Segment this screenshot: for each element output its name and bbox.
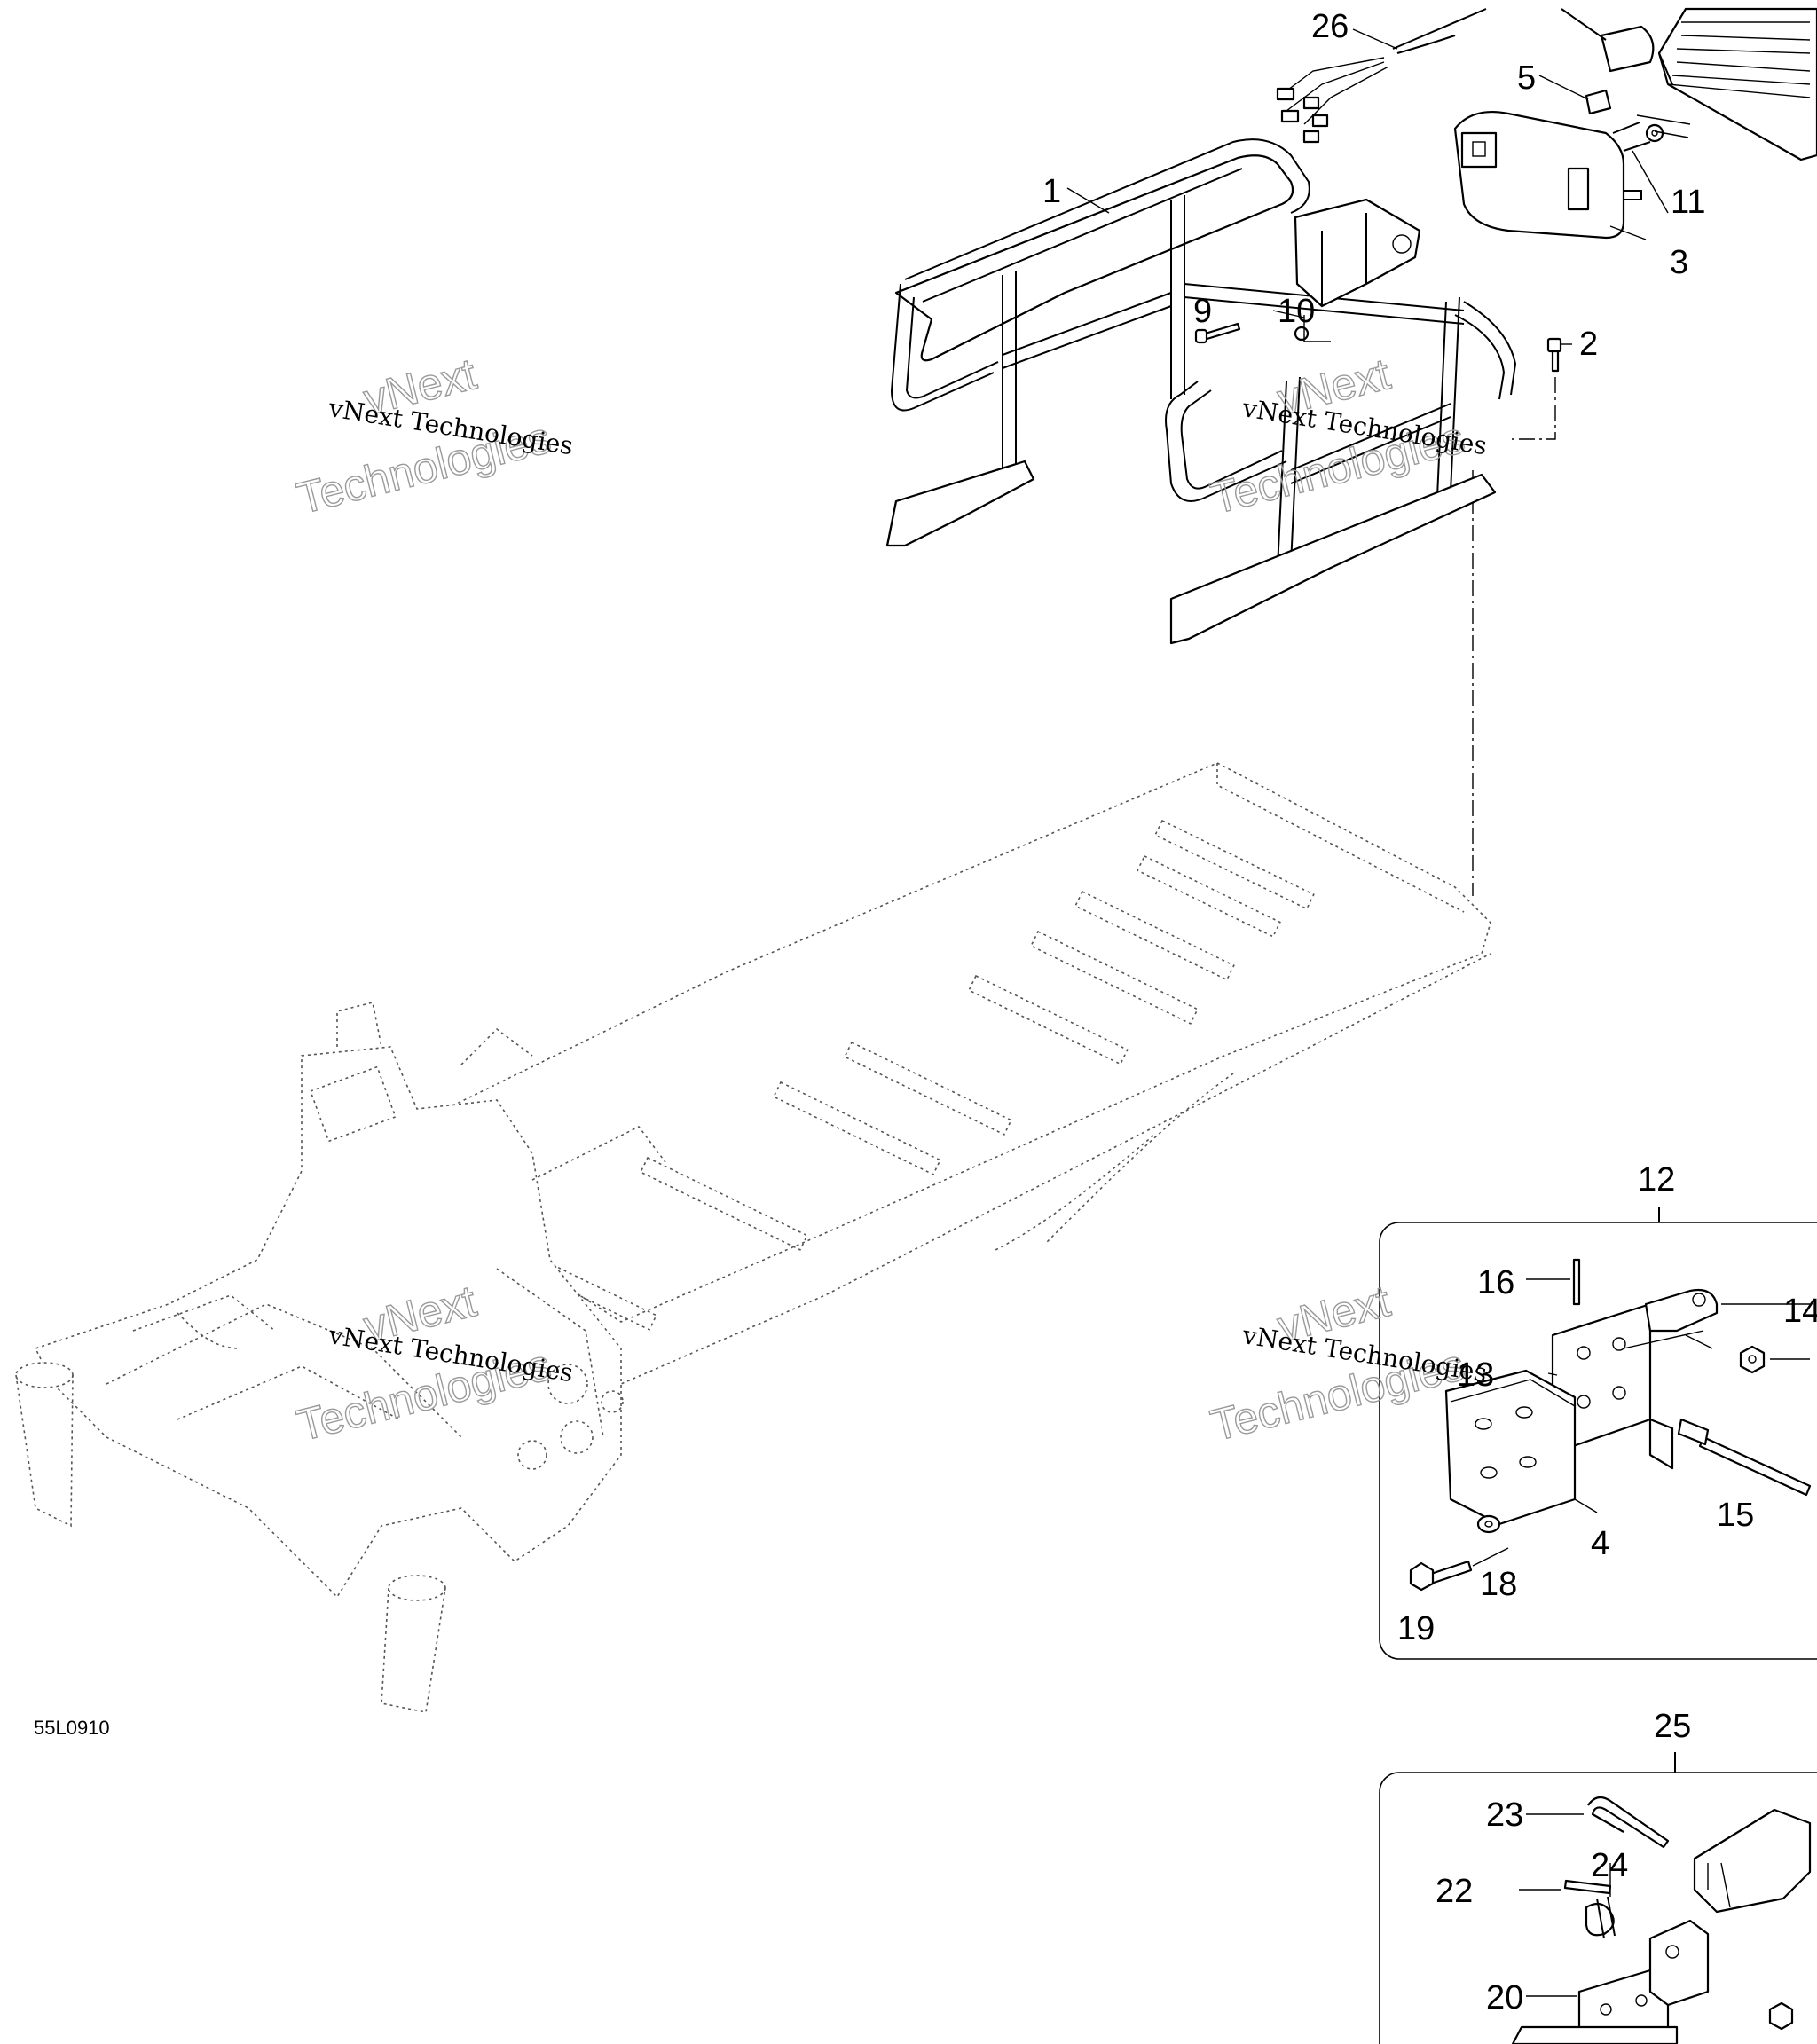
callout-15: 15: [1717, 1497, 1754, 1534]
callout-18: 18: [1480, 1566, 1517, 1603]
callout-22: 22: [1436, 1873, 1473, 1910]
callout-3: 3: [1670, 244, 1688, 281]
hitch-kit-box: [1379, 1207, 1817, 1660]
callout-16: 16: [1477, 1264, 1514, 1301]
hitch-kit-box-2: [1379, 1752, 1817, 2044]
rear-rack: [885, 138, 1517, 645]
callout-24: 24: [1591, 1847, 1628, 1884]
callout-4: 4: [1591, 1525, 1609, 1562]
callout-14: 14: [1783, 1293, 1817, 1330]
callout-1: 1: [1042, 173, 1061, 210]
fasteners: [1194, 315, 1562, 440]
callout-2: 2: [1579, 326, 1598, 363]
leader-lines: [1066, 28, 1691, 1376]
callout-12: 12: [1638, 1161, 1675, 1199]
callout-13: 13: [1457, 1356, 1494, 1394]
callout-10: 10: [1278, 293, 1315, 330]
callout-20: 20: [1486, 1979, 1523, 2016]
callout-26: 26: [1311, 8, 1349, 45]
callout-19: 19: [1397, 1610, 1435, 1647]
callout-11: 11: [1671, 184, 1705, 221]
chassis-phantom: [15, 762, 1491, 1713]
callout-23: 23: [1486, 1796, 1523, 1834]
callout-9: 9: [1193, 293, 1212, 330]
callout-25: 25: [1654, 1708, 1691, 1745]
diagram-code: 55L0910: [34, 1717, 110, 1739]
callout-5: 5: [1517, 59, 1536, 97]
callout-labels: 26 5 1 11 3 9 10 2 12 16 14 13 15 4 18 1…: [1042, 8, 1817, 2016]
tail-light-assembly: [1276, 7, 1817, 240]
